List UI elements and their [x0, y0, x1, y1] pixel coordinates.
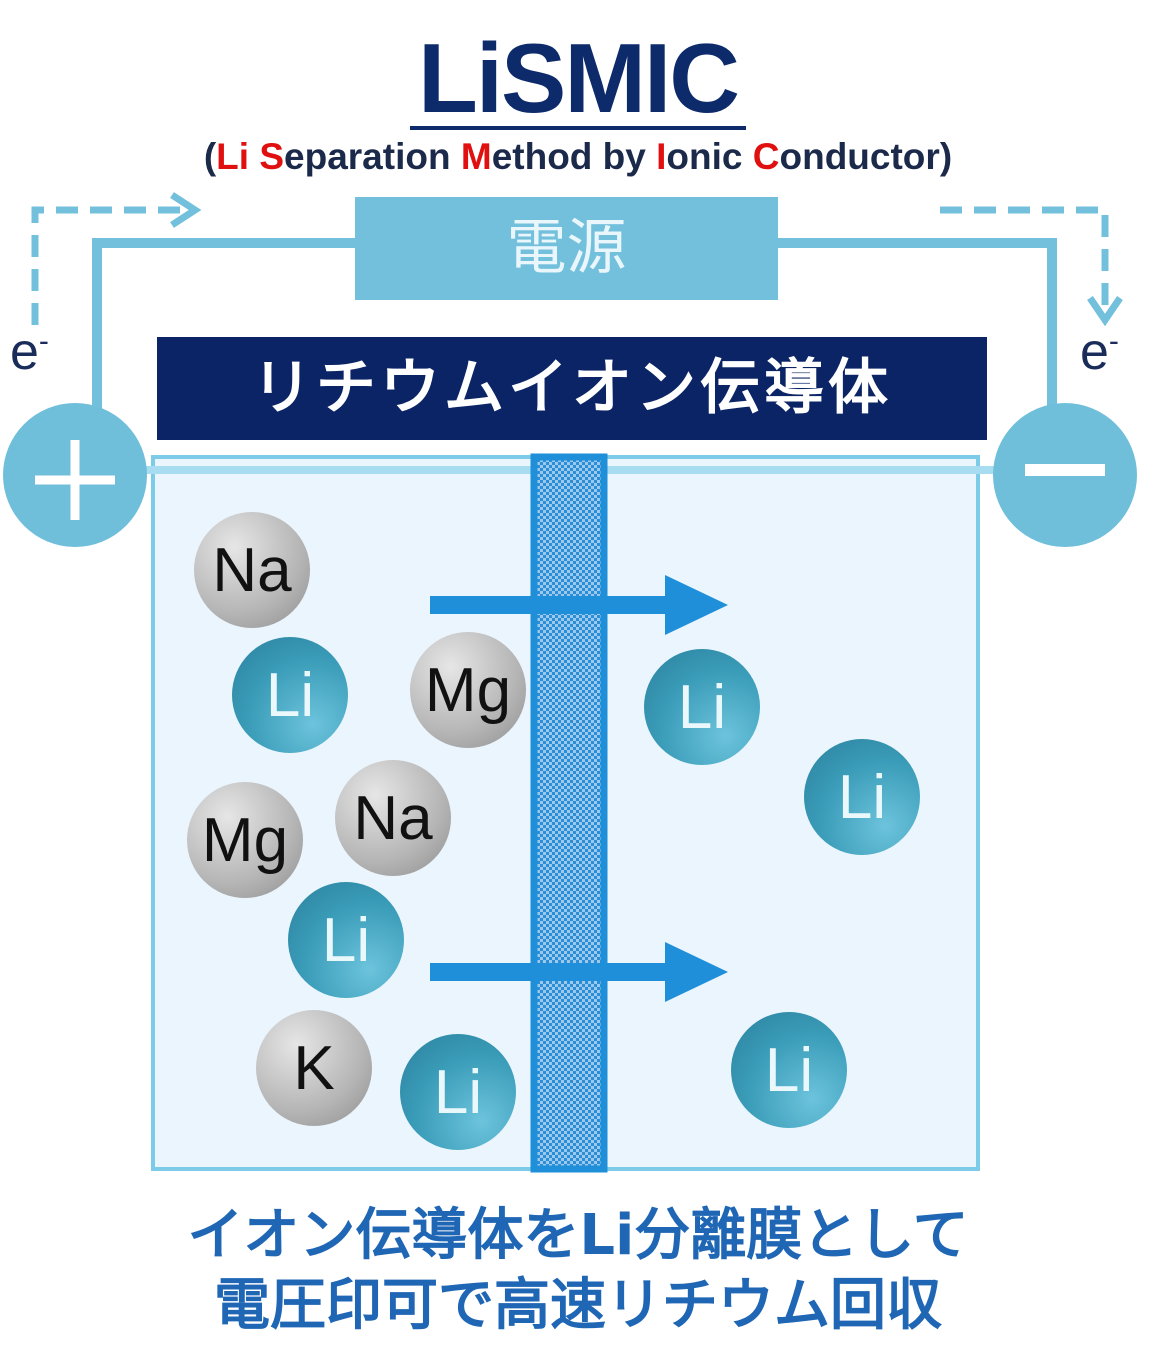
- ion-li: Li: [288, 882, 404, 998]
- ion-li-recovered: Li: [804, 739, 920, 855]
- arrowhead-icon: [170, 192, 202, 228]
- plus-icon: [35, 440, 115, 520]
- ion-li: Li: [400, 1034, 516, 1150]
- subtitle: (Li Separation Method by Ionic Conductor…: [203, 136, 953, 177]
- ion-mg: Mg: [187, 782, 303, 898]
- li-migration-arrow: [430, 575, 728, 1002]
- title: LiSMIC: [417, 23, 740, 133]
- ion-na: Na: [194, 512, 310, 628]
- ion-li-recovered: Li: [731, 1012, 847, 1128]
- ion-na: Na: [335, 760, 451, 876]
- electron-label-right: e-: [1080, 323, 1119, 381]
- separator-membrane: [530, 453, 608, 1173]
- caption-line-2: 電圧印可で高速リチウム回収: [214, 1273, 942, 1338]
- electron-flow-arrow-right: [940, 206, 1109, 310]
- ion-k: K: [256, 1010, 372, 1126]
- ion-li: Li: [232, 637, 348, 753]
- title-underline: [410, 126, 746, 130]
- electron-flow-arrow-left: [31, 206, 185, 325]
- ion-mg: Mg: [410, 632, 526, 748]
- power-source: 電源: [355, 197, 778, 300]
- electron-label-left: e-: [10, 323, 49, 381]
- caption-line-1: イオン伝導体をLi分離膜として: [187, 1203, 969, 1268]
- arrowhead-icon: [1087, 296, 1123, 327]
- conductor-label: リチウムイオン伝導体: [157, 337, 987, 440]
- ion-li-recovered: Li: [644, 649, 760, 765]
- wires: [92, 238, 1057, 410]
